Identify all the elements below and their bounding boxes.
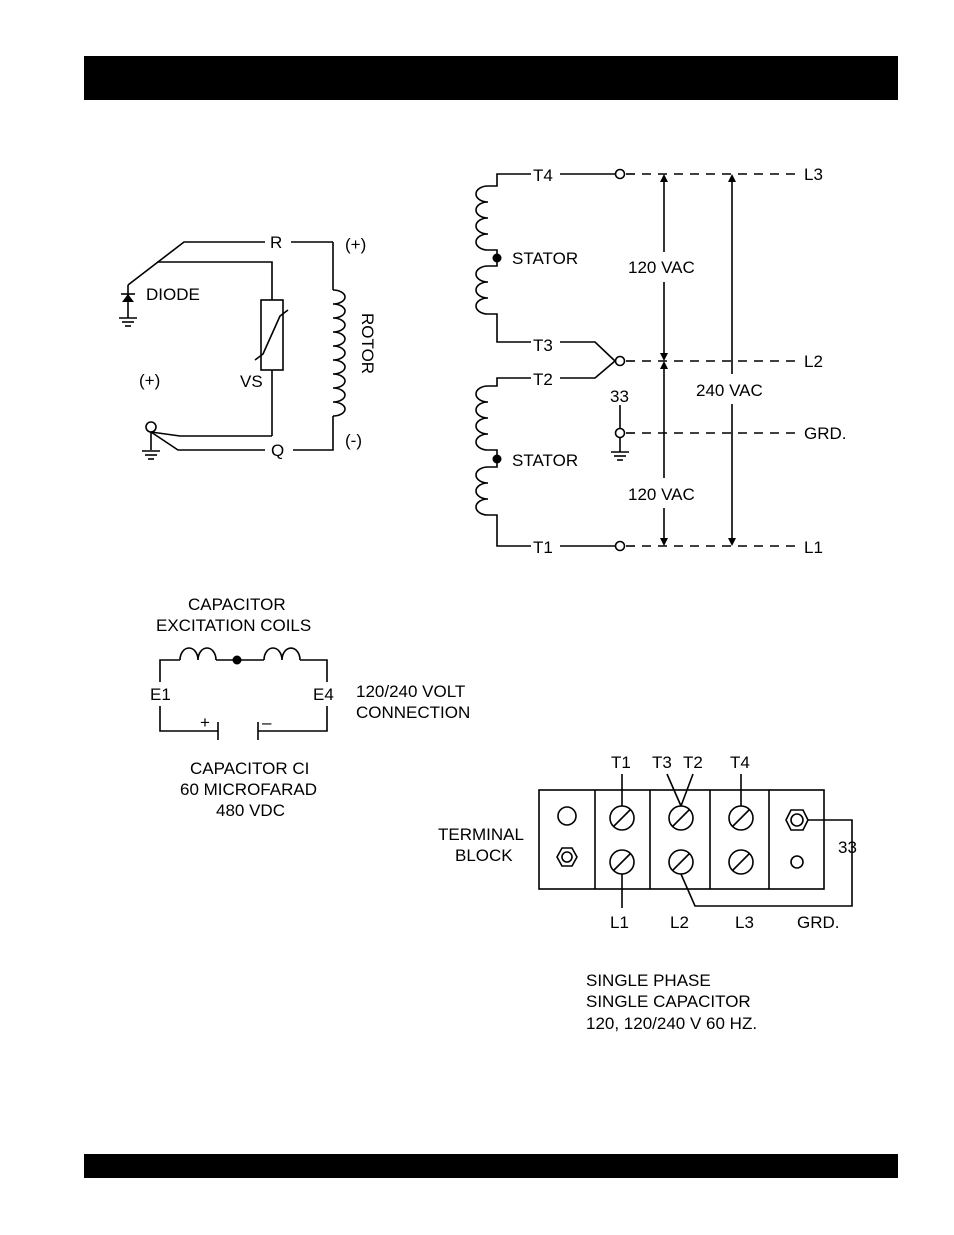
caption-line3: 120, 120/240 V 60 HZ.	[586, 1014, 757, 1033]
wire-vs-terminal	[151, 432, 272, 436]
label-vs: VS	[240, 372, 263, 391]
wire-e1-coil	[160, 660, 180, 682]
label-stator-bottom: STATOR	[512, 451, 578, 470]
wire-t2-l2	[560, 361, 615, 378]
caption: SINGLE PHASE SINGLE CAPACITOR 120, 120/2…	[586, 971, 757, 1033]
label-r: R	[270, 233, 282, 252]
bolt-left-bottom	[557, 848, 577, 866]
label-rotor: ROTOR	[358, 313, 377, 374]
terminal-label-line1: TERMINAL	[438, 825, 524, 844]
wire-t3-l2	[560, 342, 615, 361]
excitation-title-line2: EXCITATION COILS	[156, 616, 311, 635]
label-grd: GRD.	[804, 424, 847, 443]
excitation-title-line1: CAPACITOR	[188, 595, 286, 614]
capacitor-line1: CAPACITOR CI	[190, 759, 309, 778]
caption-line2: SINGLE CAPACITOR	[586, 992, 751, 1011]
lead-l2-33	[681, 820, 852, 906]
excitation-circuit: CAPACITOR EXCITATION COILS E1 E4 + – 120…	[150, 595, 470, 820]
wire-rotor-q	[293, 416, 333, 450]
stator-bottom-coil-upper	[476, 386, 488, 450]
caption-line1: SINGLE PHASE	[586, 971, 711, 990]
label-q: Q	[271, 441, 284, 460]
terminal-l1-symbol	[616, 542, 625, 551]
terminal-label-line2: BLOCK	[455, 846, 513, 865]
tb-label-t1: T1	[611, 753, 631, 772]
label-l1: L1	[804, 538, 823, 557]
stator-top-coil-upper	[476, 186, 488, 250]
label-rotor-plus: (+)	[345, 235, 366, 254]
terminal-l3-symbol	[616, 170, 625, 179]
rotor-circuit: R Q (+) (-) ROTOR DIODE (+) VS	[119, 233, 377, 460]
stator-circuit: T4 T3 T2 T1 STATOR STATOR L3 L2 GRD. L1 …	[476, 165, 847, 557]
wire-t2-coil	[488, 378, 531, 386]
terminal-l2-symbol	[616, 357, 625, 366]
terminal-block: T1 T3 T2 T4 L1 L2 L3 GRD. 33 TERMINAL BL…	[438, 753, 857, 932]
label-t3: T3	[533, 336, 553, 355]
stator-bottom-tap-symbol	[493, 455, 502, 464]
label-l3: L3	[804, 165, 823, 184]
hole-left-top	[558, 807, 576, 825]
tb-label-l2: L2	[670, 913, 689, 932]
wire-t4-coil	[488, 174, 531, 186]
tb-label-t3: T3	[652, 753, 672, 772]
label-l2: L2	[804, 352, 823, 371]
stator-top-tap-symbol	[493, 254, 502, 263]
wire-coil-t3	[488, 314, 531, 342]
label-diode: DIODE	[146, 285, 200, 304]
tb-label-grd: GRD.	[797, 913, 840, 932]
tb-label-33: 33	[838, 838, 857, 857]
excitation-junction-symbol	[233, 656, 242, 665]
terminal-grd-symbol	[616, 429, 625, 438]
label-120-vac-top: 120 VAC	[628, 258, 695, 277]
label-cap-plus: +	[200, 713, 210, 732]
wire-coil-t1	[488, 515, 531, 546]
label-stator-top: STATOR	[512, 249, 578, 268]
capacitor-line3: 480 VDC	[216, 801, 285, 820]
label-e1: E1	[150, 685, 171, 704]
connection-line1: 120/240 VOLT	[356, 682, 465, 701]
connection-line2: CONNECTION	[356, 703, 470, 722]
tb-label-l3: L3	[735, 913, 754, 932]
wire-coil-e4	[300, 660, 327, 682]
bolt-grd-top	[786, 810, 808, 830]
excitation-coil-left	[180, 648, 216, 660]
rotor-terminal-symbol	[146, 422, 156, 432]
label-e4: E4	[313, 685, 334, 704]
label-t1: T1	[533, 538, 553, 557]
stator-top-coil-lower	[476, 266, 488, 314]
tb-label-t2: T2	[683, 753, 703, 772]
tb-label-l1: L1	[610, 913, 629, 932]
tb-label-t4: T4	[730, 753, 750, 772]
label-rotor-minus: (-)	[345, 431, 362, 450]
label-left-plus: (+)	[139, 371, 160, 390]
stator-bottom-coil-lower	[476, 467, 488, 515]
excitation-coil-right	[264, 648, 300, 660]
diode-symbol	[122, 294, 134, 302]
label-120-vac-bottom: 120 VAC	[628, 485, 695, 504]
rotor-coil-symbol	[333, 290, 345, 416]
label-cap-minus: –	[262, 713, 272, 732]
label-240-vac: 240 VAC	[696, 381, 763, 400]
label-t2: T2	[533, 370, 553, 389]
hole-grd-bottom	[791, 856, 803, 868]
capacitor-line2: 60 MICROFARAD	[180, 780, 317, 799]
label-t4: T4	[533, 166, 553, 185]
label-wire-33: 33	[610, 387, 629, 406]
wire-r-diode	[128, 242, 265, 285]
